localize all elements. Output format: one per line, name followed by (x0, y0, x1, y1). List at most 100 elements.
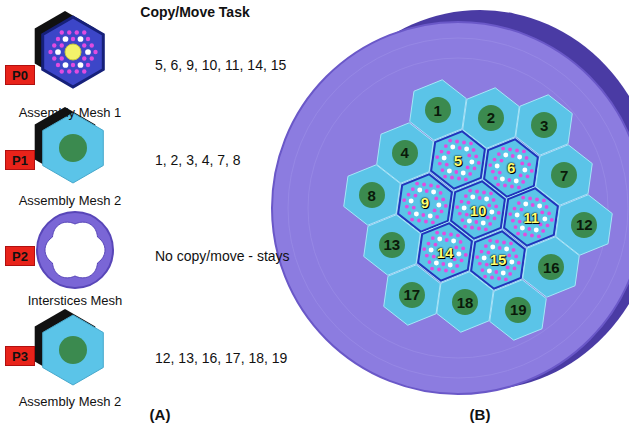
pin-dot (494, 205, 498, 209)
pin-dot (67, 69, 71, 73)
hexagon-shape (490, 279, 547, 339)
pin-dot (71, 63, 75, 67)
pin-dot (413, 193, 417, 197)
assembly-number: 14 (437, 244, 454, 261)
assembly-number: 5 (454, 152, 462, 169)
green-circle (551, 162, 577, 188)
pin-dot (503, 183, 507, 187)
pin-dot (521, 196, 525, 200)
panel-label: (B) (470, 406, 491, 423)
pin-dot (477, 227, 481, 231)
pin-dot (55, 49, 61, 55)
green-circle (505, 297, 531, 323)
pin-dot (85, 49, 91, 55)
pin-dot (455, 205, 459, 209)
pin-dot (474, 220, 478, 224)
assembly-number: 11 (523, 209, 539, 226)
reactor-cylinder (272, 10, 629, 394)
pin-dot (494, 176, 498, 180)
pin-dot (497, 276, 501, 280)
pin-dot (495, 270, 499, 274)
pin-dot (497, 152, 501, 156)
mesh-caption: Assembly Mesh 2 (19, 394, 122, 409)
pin-dot (464, 178, 468, 182)
pin-dot (537, 235, 541, 239)
green-circle (399, 282, 425, 308)
pin-dot (438, 162, 442, 166)
pin-dot (478, 261, 482, 265)
pin-dot (464, 253, 468, 257)
green-circle (531, 112, 557, 138)
pin-dot (482, 191, 486, 195)
icon-hexagon (43, 315, 104, 385)
green-circle (59, 134, 87, 162)
pin-dot (509, 241, 513, 245)
pin-dot (490, 275, 494, 279)
pin-dot (474, 155, 478, 159)
pin-dot (434, 261, 439, 266)
pin-dot (451, 270, 455, 274)
pin-dot (503, 152, 508, 157)
pin-dot (527, 162, 531, 166)
pin-dot (525, 156, 529, 160)
pin-dot (504, 277, 508, 281)
pin-dot (504, 246, 509, 251)
pin-pattern (48, 30, 97, 73)
interstices-mesh-icon (37, 212, 113, 288)
pin-dot (456, 252, 461, 257)
pin-dot (515, 213, 520, 218)
pin-dot (508, 213, 512, 217)
pin-pattern (402, 181, 447, 224)
processor-id: P3 (12, 349, 28, 364)
pin-dot (435, 215, 439, 219)
pin-dot (82, 43, 86, 47)
pin-dot (450, 145, 455, 150)
pin-dot (469, 142, 473, 146)
pin-dot (550, 218, 554, 222)
pin-dot (63, 36, 69, 42)
pin-dot (484, 196, 489, 201)
pin-dot (415, 181, 419, 185)
pin-dot (442, 156, 447, 161)
pin-dot (518, 220, 522, 224)
pin-dot (78, 62, 84, 68)
pin-dot (435, 155, 439, 159)
pin-dot (437, 237, 442, 242)
assembly-number: 15 (490, 251, 507, 268)
mesh-caption: Assembly Mesh 1 (19, 105, 122, 120)
pin-dot (460, 259, 464, 263)
pin-dot (454, 170, 458, 174)
pin-dot (459, 240, 463, 244)
pin-dot (431, 189, 436, 194)
pin-dot (75, 30, 79, 34)
pin-dot (425, 189, 429, 193)
green-circle (571, 212, 597, 238)
pin-dot (456, 234, 460, 238)
pin-dot (489, 192, 493, 196)
pin-dot (463, 225, 467, 229)
pin-dot (546, 224, 550, 228)
processor-id: P0 (12, 68, 28, 83)
pin-dot (78, 36, 84, 42)
pin-dot (421, 213, 425, 217)
assembly-number: 7 (560, 167, 568, 184)
pin-dot (422, 247, 426, 251)
icon-hexagon (43, 113, 104, 183)
pin-dot (82, 56, 86, 60)
pin-dot (429, 248, 434, 253)
green-circle (392, 140, 418, 166)
pin-dot (407, 211, 411, 215)
pin-dot (501, 270, 506, 275)
pin-dot (455, 264, 459, 268)
assembly-mesh-1-icon (35, 11, 104, 87)
pin-dot (60, 43, 64, 47)
pin-dot (431, 236, 435, 240)
pin-dot (60, 56, 64, 60)
pin-dot (448, 139, 452, 143)
pin-dot (467, 154, 471, 158)
assembly-hexagon: 19 (487, 279, 549, 341)
pin-dot (537, 204, 542, 209)
assembly-number: 10 (470, 202, 487, 219)
center-pin (65, 44, 81, 60)
